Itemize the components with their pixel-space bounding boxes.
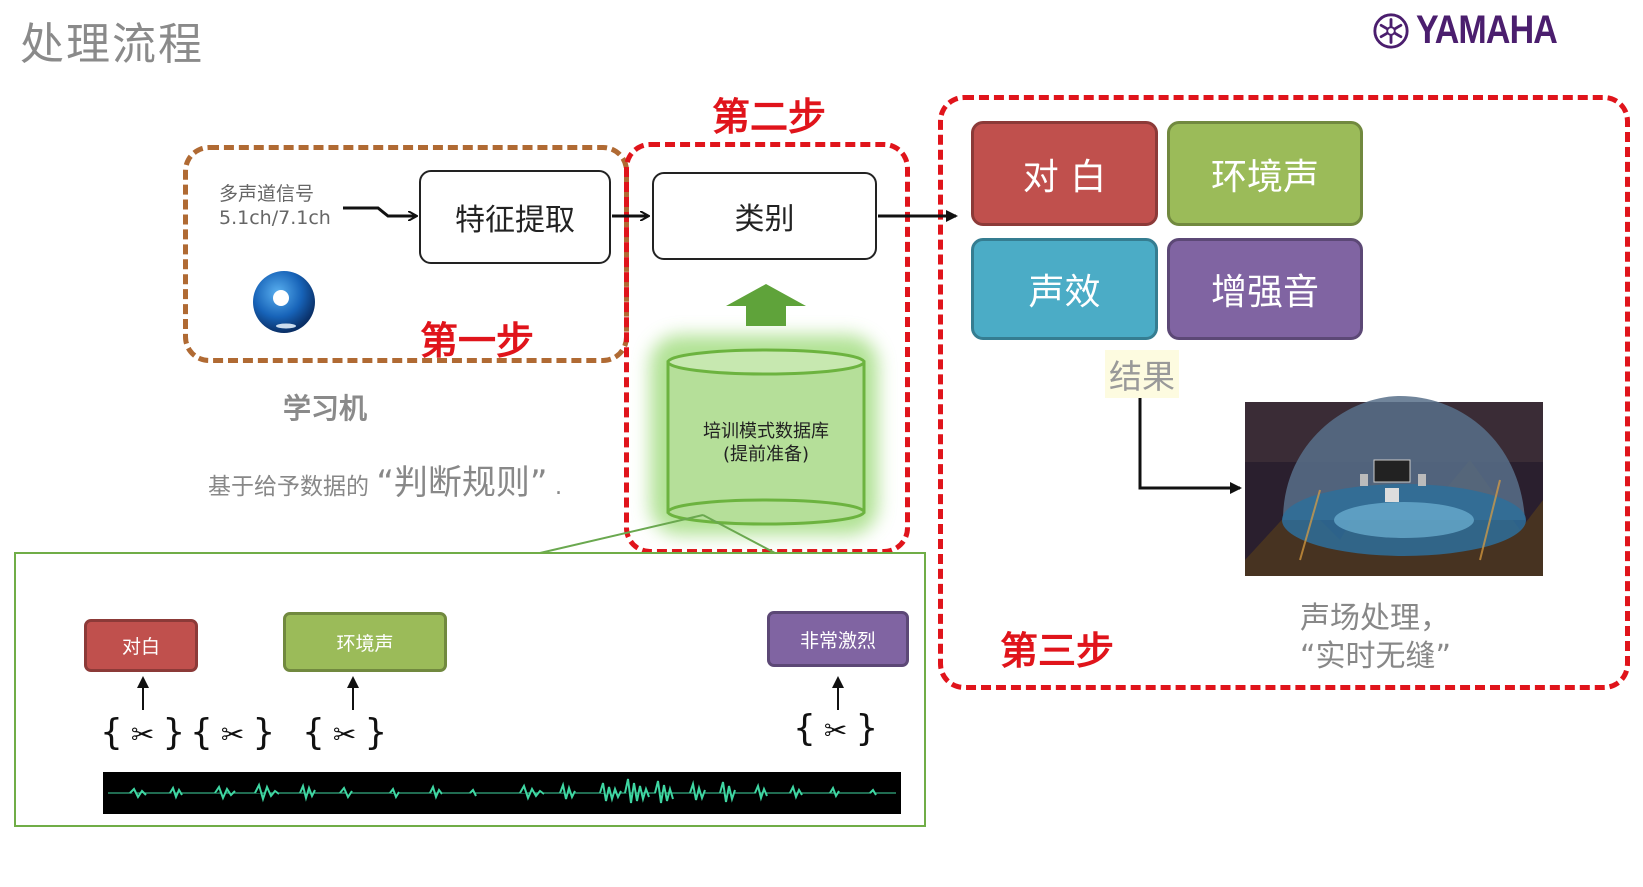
rule-prefix: 基于给予数据的 — [208, 474, 369, 500]
waveform — [108, 778, 896, 804]
learner-label: 学习机 — [283, 392, 368, 425]
rule-text: 基于给予数据的 “判断规则” . — [208, 455, 562, 504]
timeline-label-intense: 非常激烈 — [767, 611, 909, 667]
scissors-icon: ✂ — [220, 718, 245, 751]
step3-container — [938, 95, 1630, 690]
timeline-label-ambience: 环境声 — [283, 612, 447, 672]
scissors-icon: ✂ — [823, 714, 848, 747]
timeline-label-dialogue: 对白 — [84, 619, 198, 672]
up-arrow-icon — [726, 284, 806, 326]
database-label-line1: 培训模式数据库 — [703, 421, 829, 442]
scissors-icon: ✂ — [332, 718, 357, 751]
step1-label: 第一步 — [420, 319, 535, 363]
input-signal-line2: 5.1ch/7.1ch — [219, 207, 331, 229]
step3-label: 第三步 — [1000, 629, 1115, 673]
logo-text: YAMAHA — [1416, 8, 1558, 52]
database-cylinder-icon — [666, 348, 866, 526]
timeline-panel — [14, 552, 926, 827]
database-label: 培训模式数据库 (提前准备) — [668, 420, 864, 466]
feature-extraction-box: 特征提取 — [419, 170, 611, 264]
segment-bracket-1: {✂} — [100, 712, 186, 753]
yamaha-logo: YAMAHA — [1372, 8, 1582, 53]
yamaha-emblem-icon — [1373, 12, 1409, 49]
step2-container — [624, 142, 910, 554]
result-tile-effects: 声效 — [971, 238, 1158, 340]
scissors-icon: ✂ — [130, 718, 155, 751]
input-signal-label: 多声道信号 5.1ch/7.1ch — [219, 182, 331, 230]
segment-bracket-3: {✂} — [302, 712, 388, 753]
arrow-input-to-feature — [343, 206, 416, 216]
soundfield-image — [1245, 396, 1543, 576]
page-title: 处理流程 — [20, 19, 204, 70]
soundfield-caption: 声场处理， “实时无缝” — [1300, 600, 1451, 676]
rule-quote: “判断规则” — [376, 463, 548, 503]
bluray-disc-icon — [253, 271, 315, 333]
rule-suffix: . — [554, 474, 563, 500]
segment-bracket-4: {✂} — [793, 708, 879, 749]
input-signal-line1: 多声道信号 — [219, 183, 315, 205]
result-tile-ambience: 环境声 — [1167, 121, 1363, 226]
segment-bracket-2: {✂} — [190, 712, 276, 753]
result-label: 结果 — [1105, 350, 1179, 398]
soundfield-caption-line1: 声场处理， — [1300, 601, 1450, 636]
result-tile-dialogue: 对 白 — [971, 121, 1158, 226]
database-label-line2: (提前准备) — [722, 444, 810, 465]
category-box: 类别 — [652, 172, 877, 260]
arrow-result-to-soundfield — [1138, 398, 1242, 494]
result-tile-enhanced: 增强音 — [1167, 238, 1363, 340]
step2-label: 第二步 — [712, 95, 827, 139]
soundfield-caption-line2: “实时无缝” — [1300, 639, 1452, 674]
